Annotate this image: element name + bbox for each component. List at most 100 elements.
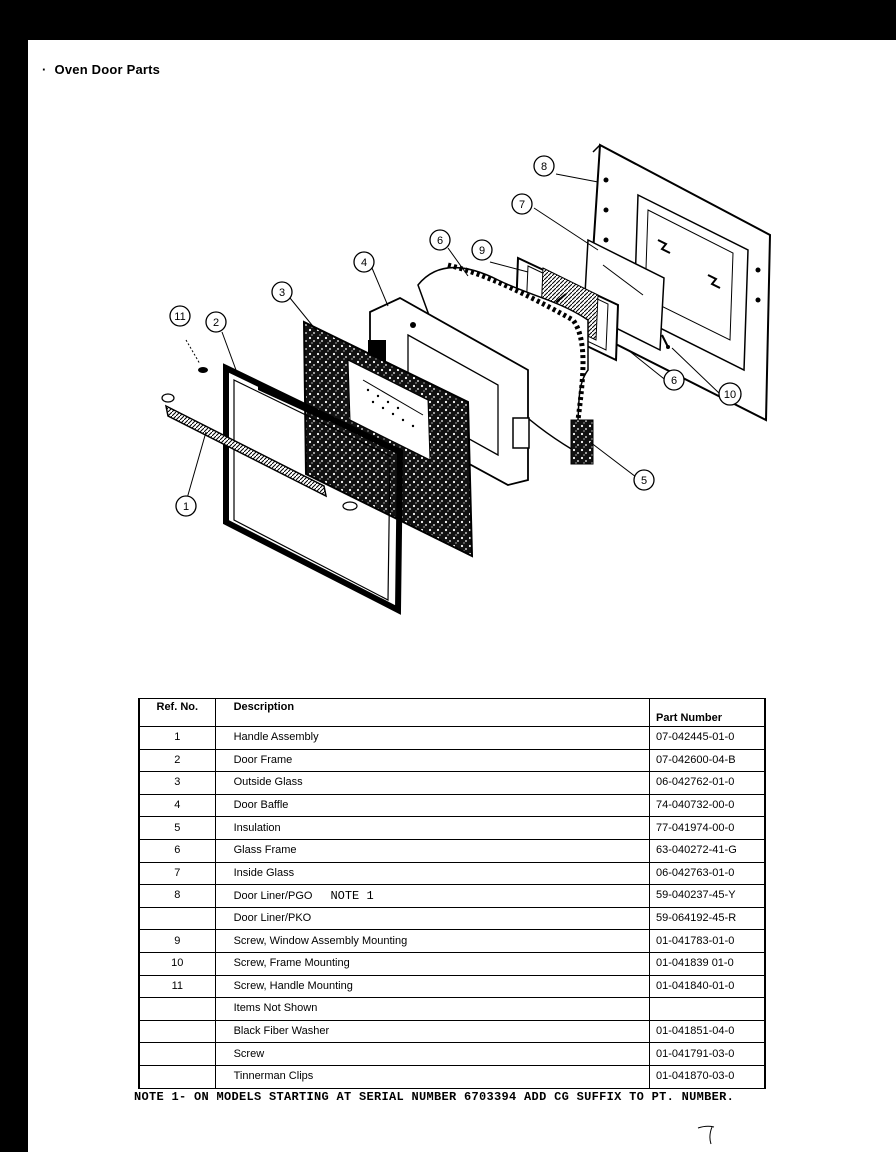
description-text: Door Liner/PGO [233, 889, 313, 902]
callout-10: 10 [718, 382, 742, 406]
table-row: 5 Insulation 77-041974-00-0 [138, 816, 766, 840]
part-number-cell: 63-040272-41-G [649, 838, 766, 863]
ref-no-cell [138, 1019, 216, 1044]
callout-leaders [185, 173, 721, 503]
ref-no-cell: 8 [138, 884, 216, 908]
ref-no-cell: 11 [138, 974, 216, 999]
part-number-cell: 01-041783-01-0 [649, 929, 766, 953]
svg-text:6: 6 [437, 235, 443, 247]
ref-no-cell [138, 997, 216, 1021]
ref-no-cell: 3 [138, 771, 216, 795]
table-row: 2 Door Frame 07-042600-04-B [138, 748, 766, 773]
part-number-cell: 59-040237-45-Y [649, 884, 766, 908]
description-cell: Black Fiber Washer [214, 1019, 651, 1044]
table-header-row: Ref. No. Description Part Number [138, 698, 766, 727]
description-cell: Tinnerman Clips [214, 1064, 651, 1089]
table-row: Door Liner/PKO 59-064192-45-R [138, 906, 766, 931]
page-title: ·Oven Door Parts [42, 62, 161, 77]
svg-text:8: 8 [541, 161, 547, 173]
inside-glass-part [583, 238, 665, 352]
door-frame-part [223, 363, 404, 615]
callout-3: 3 [271, 281, 293, 303]
description-cell: Inside Glass [214, 861, 651, 886]
table-row: 4 Door Baffle 74-040732-00-0 [138, 793, 766, 818]
callout-4: 4 [353, 251, 375, 273]
table-row: Black Fiber Washer 01-041851-04-0 [138, 1019, 766, 1044]
callout-9: 9 [471, 239, 493, 261]
svg-text:7: 7 [519, 199, 525, 211]
handwritten-mark [697, 1125, 715, 1145]
ref-no-cell [138, 1064, 216, 1089]
ref-no-cell: 2 [138, 748, 216, 773]
handle-assembly-part [161, 393, 358, 511]
ref-no-cell: 4 [138, 793, 216, 818]
callout-2: 2 [205, 311, 227, 333]
callout-8: 8 [533, 155, 555, 177]
description-cell: Door Frame [214, 748, 651, 773]
part-number-cell: 06-042763-01-0 [649, 861, 766, 886]
description-cell: Outside Glass [214, 771, 651, 795]
callout-6-lower: 6 [663, 369, 685, 391]
svg-text:11: 11 [174, 311, 185, 323]
part-number-cell: 07-042600-04-B [649, 748, 766, 773]
description-cell: Items Not Shown [214, 997, 651, 1021]
ref-no-cell: 5 [138, 816, 216, 840]
description-cell: Insulation [214, 816, 651, 840]
part-number-cell: 01-041840-01-0 [649, 974, 766, 999]
part-number-cell: 01-041851-04-0 [649, 1019, 766, 1044]
ref-no-cell [138, 1042, 216, 1066]
table-row: 9 Screw, Window Assembly Mounting 01-041… [138, 929, 766, 953]
callout-11: 11 [169, 305, 191, 327]
part-number-cell: 01-041791-03-0 [649, 1042, 766, 1066]
callout-6-upper: 6 [429, 229, 451, 251]
table-row: 6 Glass Frame 63-040272-41-G [138, 838, 766, 863]
ref-no-cell: 9 [138, 929, 216, 953]
part-number-cell: 01-041839 01-0 [649, 951, 766, 976]
serial-number-footnote: NOTE 1- ON MODELS STARTING AT SERIAL NUM… [134, 1090, 735, 1104]
part-number-header: Part Number [649, 698, 766, 727]
description-header: Description [214, 698, 651, 727]
ref-no-cell: 1 [138, 726, 216, 750]
ref-no-cell: 10 [138, 951, 216, 976]
part-number-cell: 77-041974-00-0 [649, 816, 766, 840]
callout-1: 1 [175, 495, 197, 517]
svg-text:10: 10 [724, 389, 736, 401]
table-row: Items Not Shown [138, 997, 766, 1021]
svg-text:3: 3 [279, 287, 285, 299]
part-number-cell: 74-040732-00-0 [649, 793, 766, 818]
svg-text:9: 9 [479, 245, 485, 257]
svg-text:1: 1 [183, 501, 189, 513]
part-number-cell: 07-042445-01-0 [649, 726, 766, 750]
table-row: 11 Screw, Handle Mounting 01-041840-01-0 [138, 974, 766, 999]
note-reference: NOTE 1 [330, 888, 374, 903]
table-row: 1 Handle Assembly 07-042445-01-0 [138, 726, 766, 750]
handle-screw-part [185, 339, 208, 373]
description-cell: Handle Assembly [214, 726, 651, 750]
table-row: 3 Outside Glass 06-042762-01-0 [138, 771, 766, 795]
ref-no-cell: 6 [138, 838, 216, 863]
description-cell: Screw [214, 1042, 651, 1066]
description-cell: Screw, Frame Mounting [214, 951, 651, 976]
table-row: 10 Screw, Frame Mounting 01-041839 01-0 [138, 951, 766, 976]
table-row: 8 Door Liner/PGO NOTE 1 59-040237-45-Y [138, 884, 766, 908]
ref-no-cell [138, 906, 216, 931]
ref-no-cell: 7 [138, 861, 216, 886]
description-cell: Screw, Window Assembly Mounting [214, 929, 651, 953]
description-cell: Door Baffle [214, 793, 651, 818]
parts-page: ·Oven Door Parts [28, 40, 896, 1152]
part-number-cell: 01-041870-03-0 [649, 1064, 766, 1089]
table-row: Screw 01-041791-03-0 [138, 1042, 766, 1066]
callout-7: 7 [511, 193, 533, 215]
parts-table: Ref. No. Description Part Number 1 Handl… [138, 698, 766, 1089]
table-row: 7 Inside Glass 06-042763-01-0 [138, 861, 766, 886]
window-screw-part [555, 293, 567, 303]
ref-no-header: Ref. No. [138, 698, 216, 727]
part-number-cell [649, 997, 766, 1021]
svg-text:6: 6 [671, 375, 677, 387]
part-number-cell: 06-042762-01-0 [649, 771, 766, 795]
outside-glass-part [302, 320, 474, 558]
description-cell: Screw, Handle Mounting [214, 974, 651, 999]
table-row: Tinnerman Clips 01-041870-03-0 [138, 1064, 766, 1089]
exploded-parts-diagram: 1 2 3 4 5 6 6 7 [161, 143, 772, 615]
description-cell: Glass Frame [214, 838, 651, 863]
